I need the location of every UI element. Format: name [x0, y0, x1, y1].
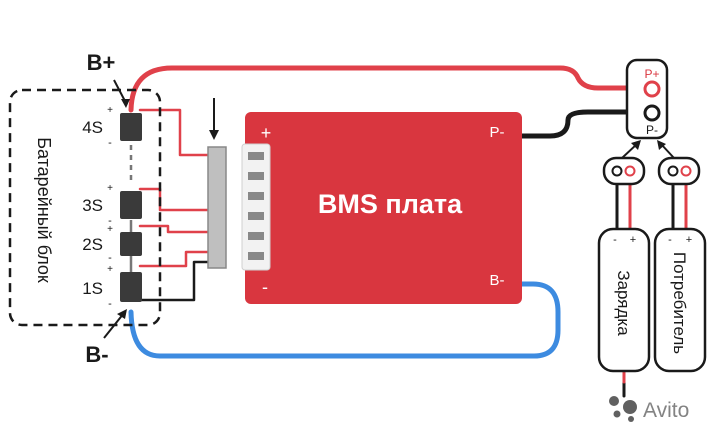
consumer-plus: + [686, 234, 692, 246]
bms-socket-pin-6 [248, 252, 264, 260]
watermark-dot-4 [628, 416, 634, 422]
connector-p-minus-pin [643, 104, 661, 122]
cell-3s-minus: - [108, 215, 112, 227]
bms-b-minus-label: B- [490, 272, 505, 289]
balance-wire-ground [138, 260, 214, 302]
balance-wire-2s [138, 224, 214, 234]
cell-2s-label: 2S [82, 235, 103, 254]
cell-2s-plus: + [107, 224, 113, 235]
cell-2s: 2S + - [82, 224, 142, 264]
consumer-minus: - [668, 234, 672, 246]
balance-wire-4s [138, 108, 214, 157]
balance-wire-1s [138, 250, 214, 268]
charger-plug-arrowhead [631, 140, 641, 150]
cell-4s-minus: - [108, 137, 112, 149]
b-minus-arrow [103, 312, 125, 339]
b-minus-label: B- [85, 342, 108, 367]
p-minus-wire [517, 109, 635, 139]
cell-3s: 3S + - [82, 183, 142, 227]
charger-label: Зарядка [614, 270, 633, 336]
b-minus-arrowhead [117, 309, 127, 319]
bms-board: + - BMS плата P- B- [241, 112, 522, 304]
watermark-dot-2 [623, 400, 637, 414]
battery-label: Батарейный блок [34, 137, 54, 283]
charger-plus: + [630, 234, 636, 246]
consumer-body [653, 227, 707, 373]
bms-plus-label: + [261, 123, 272, 143]
bms-socket-pin-4 [248, 212, 264, 220]
consumer-plug [657, 156, 701, 186]
charger: - + Зарядка [597, 156, 651, 373]
charger-plug-pin-plus [624, 165, 636, 177]
bms-minus-label: - [262, 277, 268, 297]
bms-p-minus-label: P- [490, 124, 505, 141]
watermark: Avito [609, 396, 689, 422]
charger-plug [602, 156, 646, 186]
battery-block: Батарейный блок 4S + - 3S + - 2S + - [8, 50, 162, 367]
cell-3s-label: 3S [82, 196, 103, 215]
consumer: - + Потребитель [653, 156, 707, 373]
connector-p-minus-label: P- [646, 123, 658, 137]
cell-4s-label: 4S [82, 118, 103, 137]
consumer-plug-arrowhead [657, 140, 666, 150]
cell-1s: 1S + - [82, 264, 142, 310]
charger-plug-pin-minus [611, 165, 623, 177]
b-plus-label: B+ [87, 50, 116, 75]
consumer-plug-pin-plus [680, 165, 692, 177]
cell-2s-minus: - [108, 252, 112, 264]
balance-connector [207, 98, 227, 269]
battery-dashed-frame [8, 88, 162, 327]
cell-4s-plus: + [107, 105, 113, 116]
consumer-label: Потребитель [670, 252, 689, 354]
balance-plug-arrowhead [209, 130, 219, 140]
b-minus-wire [128, 281, 561, 359]
connector-p-plus-pin [643, 80, 661, 98]
bms-socket-pin-1 [248, 152, 264, 160]
balance-plug [207, 146, 227, 269]
watermark-dot-3 [613, 410, 621, 418]
b-plus-arrowhead [121, 99, 130, 108]
b-plus-wire [128, 65, 635, 113]
watermark-dot-1 [609, 396, 619, 406]
cell-1s-minus: - [108, 298, 112, 310]
output-connector: P+ P- [621, 58, 675, 159]
balance-wire-3s [138, 187, 214, 212]
bms-socket-pin-2 [248, 172, 264, 180]
watermark-text: Avito [643, 399, 689, 422]
bms-body [245, 112, 522, 304]
connector-p-plus-label: P+ [644, 67, 659, 81]
bms-socket-pin-3 [248, 192, 264, 200]
cell-4s: 4S + - [82, 105, 142, 149]
bms-socket-pin-5 [248, 232, 264, 240]
consumer-plug-pin-minus [667, 165, 679, 177]
charger-body [597, 227, 651, 373]
charger-minus: - [613, 234, 617, 246]
bms-balance-socket [241, 143, 271, 271]
bms-title: BMS плата [318, 189, 463, 219]
cell-1s-label: 1S [82, 279, 103, 298]
cell-1s-plus: + [107, 264, 113, 275]
cell-3s-plus: + [107, 183, 113, 194]
